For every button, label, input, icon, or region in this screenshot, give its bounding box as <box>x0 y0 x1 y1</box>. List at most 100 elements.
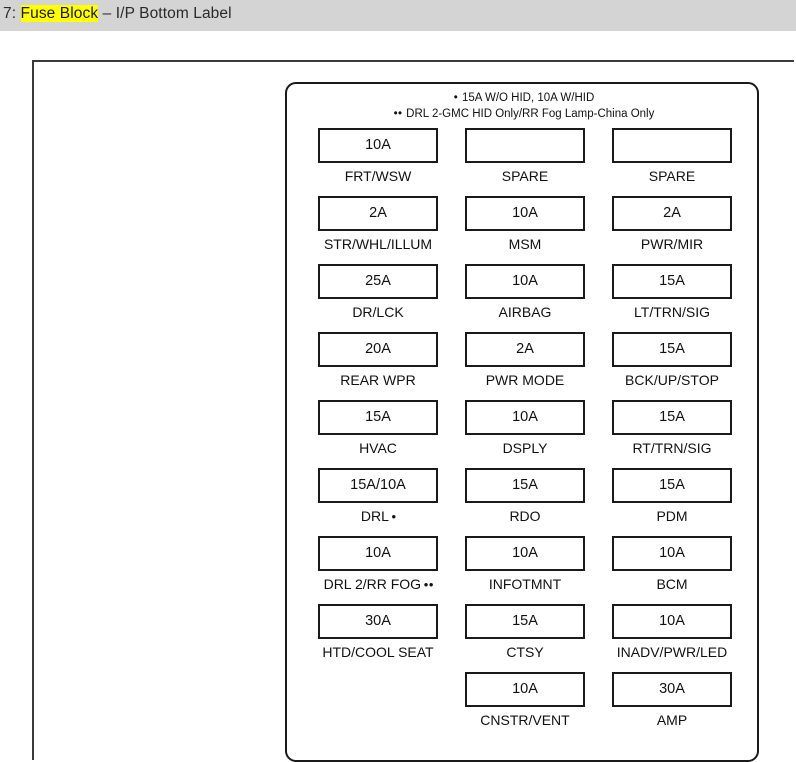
fuse-cell[interactable]: 15A CTSY <box>452 604 598 672</box>
fuse-box[interactable]: 10A <box>612 536 732 571</box>
fuse-box[interactable]: 10A <box>318 536 438 571</box>
fuse-box[interactable] <box>612 128 732 163</box>
fuse-cell[interactable]: 2A STR/WHL/ILLUM <box>305 196 451 264</box>
fuse-circuit-label: HVAC <box>359 440 397 456</box>
fuse-box[interactable]: 25A <box>318 264 438 299</box>
fuse-circuit-label-text: AIRBAG <box>498 304 552 320</box>
fuse-circuit-label-text: STR/WHL/ILLUM <box>323 236 433 252</box>
fuse-amp-rating: 10A <box>659 613 685 630</box>
fuse-circuit-label-text: PWR/MIR <box>640 236 704 252</box>
fuse-cell[interactable]: 30A AMP <box>599 672 745 740</box>
fuse-circuit-label: DRL 2/RR FOG • • <box>324 576 434 592</box>
fuse-box[interactable]: 10A <box>465 536 585 571</box>
header-band: 7: Fuse Block – I/P Bottom Label <box>0 0 796 31</box>
fuse-circuit-label: AMP <box>657 712 687 728</box>
fuse-circuit-label: MSM <box>509 236 542 252</box>
page-title-suffix: – I/P Bottom Label <box>98 5 232 22</box>
fuse-cell[interactable]: 10A FRT/WSW <box>305 128 451 196</box>
fuse-cell[interactable]: 15A LT/TRN/SIG <box>599 264 745 332</box>
fuse-cell[interactable]: 2A PWR MODE <box>452 332 598 400</box>
fuse-box[interactable]: 2A <box>465 332 585 367</box>
fuse-cell[interactable]: 15A RDO <box>452 468 598 536</box>
fuse-amp-rating: 25A <box>365 273 391 290</box>
fuse-box[interactable]: 10A <box>612 604 732 639</box>
fuse-circuit-label-text: RT/TRN/SIG <box>632 440 712 456</box>
fuse-circuit-label: RDO <box>509 508 540 524</box>
fuse-circuit-label-text: DR/LCK <box>352 304 404 320</box>
fuse-cell[interactable]: 10A MSM <box>452 196 598 264</box>
fuse-box[interactable]: 15A <box>612 468 732 503</box>
fuse-circuit-label-text: FRT/WSW <box>344 168 412 184</box>
fuse-circuit-label: SPARE <box>502 168 548 184</box>
fuse-box[interactable]: 15A <box>465 604 585 639</box>
fuse-cell[interactable]: SPARE <box>599 128 745 196</box>
fuse-amp-rating: 10A <box>659 545 685 562</box>
fuse-circuit-label-text: LT/TRN/SIG <box>634 304 710 320</box>
fuse-circuit-label: DRL • <box>361 508 396 524</box>
fuse-circuit-label-text: BCM <box>656 576 688 592</box>
fuse-box[interactable]: 2A <box>318 196 438 231</box>
fuse-circuit-label-text: SPARE <box>648 168 696 184</box>
fuse-box[interactable]: 10A <box>465 264 585 299</box>
fuse-circuit-label: INFOTMNT <box>489 576 561 592</box>
fuse-cell[interactable]: 10A INFOTMNT <box>452 536 598 604</box>
fuse-circuit-label: RT/TRN/SIG <box>632 440 711 456</box>
fuse-box[interactable]: 15A <box>612 400 732 435</box>
fuse-box[interactable]: 10A <box>465 400 585 435</box>
fuse-cell[interactable]: 10A DSPLY <box>452 400 598 468</box>
fuse-circuit-label: CTSY <box>506 644 543 660</box>
fuse-circuit-label: DR/LCK <box>352 304 403 320</box>
fuse-circuit-label: INADV/PWR/LED <box>617 644 727 660</box>
page-title: 7: Fuse Block – I/P Bottom Label <box>3 5 232 23</box>
fuse-box[interactable]: 15A <box>612 264 732 299</box>
fuse-box[interactable]: 30A <box>318 604 438 639</box>
fuse-circuit-label: SPARE <box>649 168 695 184</box>
fuse-cell[interactable]: 25A DR/LCK <box>305 264 451 332</box>
fuse-box[interactable]: 10A <box>318 128 438 163</box>
fuse-box[interactable]: 10A <box>465 196 585 231</box>
fuse-amp-rating: 10A <box>512 545 538 562</box>
fuse-box[interactable]: 15A/10A <box>318 468 438 503</box>
fuse-circuit-label-text: DSPLY <box>502 440 548 456</box>
fuse-amp-rating: 10A <box>365 137 391 154</box>
fuse-box[interactable]: 30A <box>612 672 732 707</box>
fuse-circuit-label-text: HTD/COOL SEAT <box>322 644 434 660</box>
fuse-cell[interactable]: 15A HVAC <box>305 400 451 468</box>
fuse-circuit-label: BCM <box>656 576 687 592</box>
fuse-amp-rating: 2A <box>663 205 681 222</box>
fuse-box[interactable]: 15A <box>612 332 732 367</box>
fuse-box[interactable]: 10A <box>465 672 585 707</box>
fuse-amp-rating: 2A <box>516 341 534 358</box>
fuse-circuit-label-text: INFOTMNT <box>488 576 562 592</box>
page-title-highlight: Fuse Block <box>20 5 99 22</box>
fuse-cell[interactable]: 10A BCM <box>599 536 745 604</box>
fuse-cell[interactable]: 30A HTD/COOL SEAT <box>305 604 451 672</box>
fuse-cell[interactable]: 10A INADV/PWR/LED <box>599 604 745 672</box>
fuse-cell[interactable]: 10A DRL 2/RR FOG • • <box>305 536 451 604</box>
fuse-box[interactable]: 20A <box>318 332 438 367</box>
fuse-box[interactable]: 15A <box>465 468 585 503</box>
fuse-cell[interactable]: 10A CNSTR/VENT <box>452 672 598 740</box>
fuse-circuit-label: CNSTR/VENT <box>480 712 569 728</box>
fuse-amp-rating: 15A <box>365 409 391 426</box>
fuse-box[interactable]: 2A <box>612 196 732 231</box>
panel-notes: • 15A W/O HID, 10A W/HID• • DRL 2-GMC HI… <box>287 90 761 122</box>
fuse-cell[interactable]: 2A PWR/MIR <box>599 196 745 264</box>
fuse-cell[interactable]: 15A RT/TRN/SIG <box>599 400 745 468</box>
note-text: 15A W/O HID, 10A W/HID <box>458 92 595 104</box>
fuse-amp-rating: 2A <box>369 205 387 222</box>
fuse-box[interactable] <box>465 128 585 163</box>
fuse-circuit-label-text: PWR MODE <box>485 372 565 388</box>
fuse-grid: 10A FRT/WSW SPARE SPARE 2A STR/WHL/ILLUM 10A MS… <box>305 128 745 740</box>
fuse-circuit-label: STR/WHL/ILLUM <box>324 236 432 252</box>
fuse-circuit-label: PWR MODE <box>486 372 565 388</box>
fuse-amp-rating: 15A/10A <box>350 477 406 494</box>
fuse-cell[interactable]: 10A AIRBAG <box>452 264 598 332</box>
fuse-cell[interactable]: 15A/10A DRL • <box>305 468 451 536</box>
fuse-box[interactable]: 15A <box>318 400 438 435</box>
fuse-circuit-label: FRT/WSW <box>345 168 412 184</box>
fuse-cell[interactable]: SPARE <box>452 128 598 196</box>
